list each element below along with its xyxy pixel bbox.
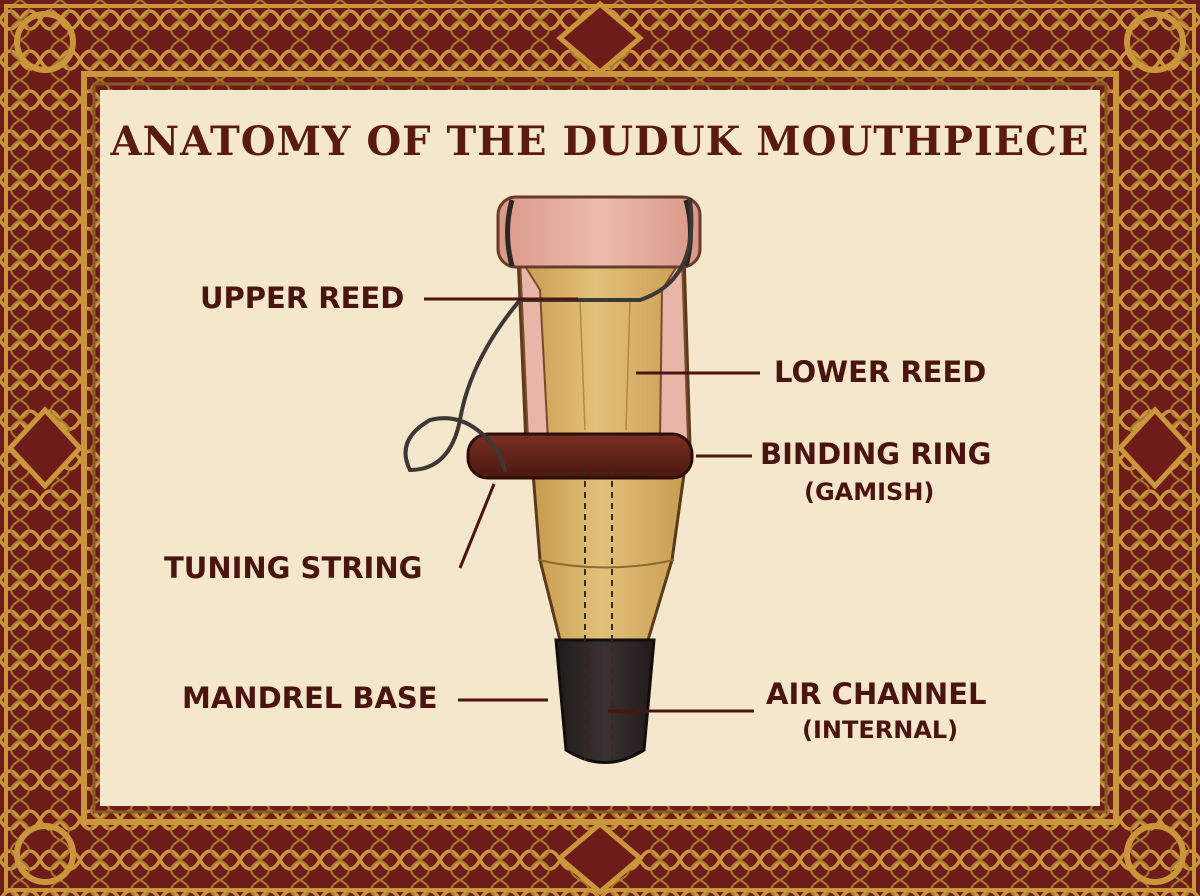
diamond-knot-icon	[6, 0, 1194, 896]
duduk-mouthpiece	[403, 195, 702, 764]
corner-knot-icon	[14, 11, 1186, 885]
tuning-string-shape	[403, 198, 694, 473]
label-binding-ring-alt: (GAMISH)	[804, 478, 935, 506]
label-air-channel-note: (INTERNAL)	[802, 716, 959, 744]
label-binding-ring: BINDING RING	[760, 437, 992, 471]
label-mandrel-base: MANDREL BASE	[182, 681, 438, 715]
binding-ring-shape	[466, 432, 694, 480]
leader-lines	[424, 297, 760, 713]
label-tuning-string: TUNING STRING	[164, 551, 423, 585]
label-air-channel: AIR CHANNEL	[766, 677, 987, 711]
mandrel-shape	[554, 638, 656, 764]
label-lower-reed: LOWER REED	[774, 355, 987, 389]
diagram-title: ANATOMY OF THE DUDUK MOUTHPIECE	[110, 118, 1090, 165]
label-upper-reed: UPPER REED	[200, 281, 405, 315]
